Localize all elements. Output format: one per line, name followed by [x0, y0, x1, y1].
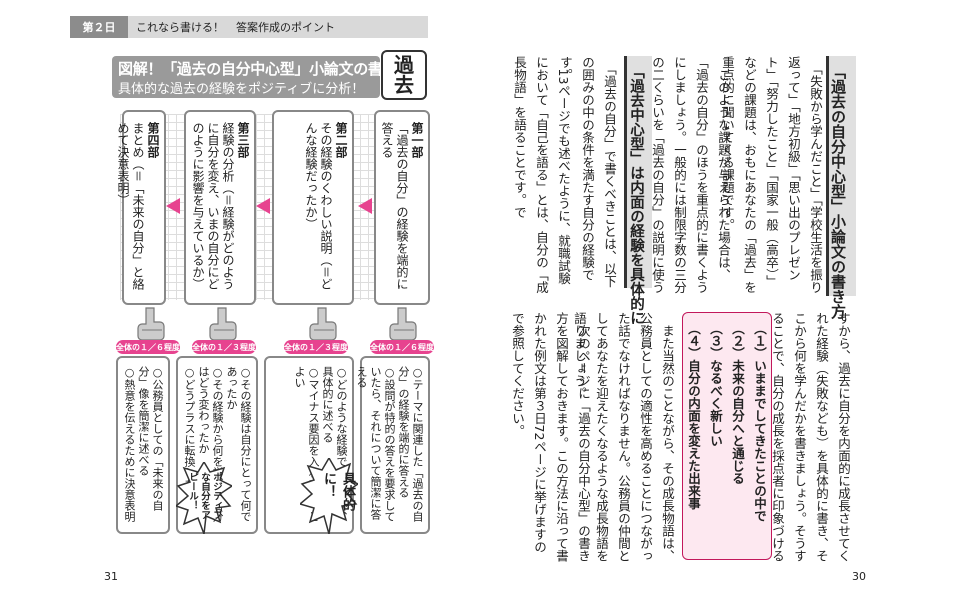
past-badge: 過 去: [381, 50, 427, 100]
section-subtitle: 「過去中心型」は内面の経験を具体的に: [628, 64, 644, 325]
figure-subtitle: 具体的な過去の経験をポジティブに分析！: [118, 82, 365, 97]
pointing-hand-icon: [389, 307, 417, 341]
conditions-box: [682, 312, 772, 560]
positive-burst: ポジティブな自分をアピール！: [176, 462, 232, 534]
arrow-triangle: [358, 198, 372, 214]
pointing-hand-icon: [309, 307, 337, 341]
pointing-hand-icon: [137, 307, 165, 341]
body-paragraph-4: 13ページでも述べたように、就職試験において「自己を語る」とは、自分の「成長物語…: [512, 56, 571, 294]
part-body: まとめ（＝「未来の自分」と絡めて決意表明）: [116, 122, 145, 291]
condition-item: （１）いままでしてきたことの中で: [752, 322, 767, 522]
part-body: その経験のくわしい説明（＝どんな経験だったか）: [304, 122, 333, 291]
header-text-2: 答案作成のポイント: [236, 21, 335, 34]
body-paragraph-1: 「失敗から学んだこと」「学校生活を振り返って」「地方初級」「思い出のプレゼント」…: [720, 56, 823, 294]
part-3-box: 第三部 経験の分析（＝経験がどのように自分を変え、いまの自分にどのように影響を与…: [184, 110, 256, 305]
part-2-box: 第二部 その経験のくわしい説明（＝どんな経験だったか）: [272, 110, 354, 305]
arrow-triangle: [256, 198, 270, 214]
header-text-1: これなら書ける！: [136, 21, 224, 34]
point-item: ○公務員としての「未来の自分」像を簡潔に述べる: [137, 366, 164, 511]
point-item: ○テーマに関連した「過去の自分」の経験を端的に答える: [397, 366, 424, 522]
part-body: 経験の分析（＝経験がどのように自分を変え、いまの自分にどのように影響を与えている…: [191, 122, 235, 291]
pointing-hand-icon: [209, 307, 237, 341]
body-paragraph-5: すから、過去に自分を内面的に成長させてくれた経験（失敗なども）を具体的に書き、そ…: [748, 312, 851, 562]
point-item: ○設問が特的の答えを要求していたら、それについて簡潔に答える: [355, 366, 396, 522]
body-paragraph-6: また当然のことながら、その成長物語は、公務員としての適性を高めることにつながった…: [572, 312, 675, 562]
point-item: ○その経験は自分にとって何であったか: [225, 366, 252, 522]
ratio-badge: 全体の１／３程度: [284, 340, 348, 354]
body-paragraph-7: 次のページに「過去の自分中心型」の書き方を図解しておきます。この方法に沿って書か…: [510, 312, 591, 562]
point-item: ○どうプラスに転換したか: [183, 366, 196, 500]
burst-shape-icon: [300, 458, 358, 534]
ratio-badge: 全体の１／６程度: [116, 340, 180, 354]
header-day-label: 第２日: [70, 16, 128, 38]
figure-banner: [112, 56, 380, 98]
right-page-title: 「過去の自分中心型」小論文の書き方: [829, 64, 847, 319]
ratio-badge: 全体の１／６程度: [370, 340, 434, 354]
arrow-triangle: [166, 198, 180, 214]
point-item: ○熱意を伝えるために決意表明: [123, 366, 136, 522]
positive-burst-text: ポジティブな自分をアピール！: [187, 472, 222, 520]
condition-item: （２）未来の自分へと通じる: [730, 322, 745, 485]
burst-shape-icon: [176, 462, 232, 534]
running-header: 第２日 これなら書ける！ 答案作成のポイント: [70, 16, 428, 38]
page-number-right: 30: [852, 570, 866, 583]
header-chapter-title: これなら書ける！ 答案作成のポイント: [136, 16, 347, 38]
page-number-left: 31: [104, 570, 118, 583]
concrete-burst: 具体的に！: [300, 458, 358, 534]
condition-item: （３）なるべく新しい: [708, 322, 723, 447]
part-label: 第一部: [410, 122, 424, 158]
right-title-block: [826, 56, 856, 296]
part-1-box: 第一部 「過去の自分」の経験を端的に答える: [374, 110, 430, 305]
subtitle-block: [624, 56, 652, 288]
ratio-badge: 全体の１／３程度: [192, 340, 256, 354]
part-label: 第三部: [236, 122, 250, 158]
part-body: 「過去の自分」の経験を端的に答える: [380, 122, 409, 290]
body-paragraph-3: 「過去の自分」で書くべきことは、以下の囲みの中の条件を満たす自分の経験です。: [558, 56, 617, 288]
figure-title: 図解！「過去の自分中心型」小論文の書き方: [118, 60, 413, 78]
past-badge-char-1: 過: [394, 53, 414, 77]
part-4-box: 第四部 まとめ（＝「未来の自分」と絡めて決意表明）: [116, 110, 166, 305]
part-4-points: ○公務員としての「未来の自分」像を簡潔に述べる ○熱意を伝えるために決意表明: [116, 356, 170, 534]
concrete-burst-text: 具体的に！: [321, 472, 355, 511]
past-badge-char-2: 去: [394, 73, 414, 97]
part-1-points: ○テーマに関連した「過去の自分」の経験を端的に答える ○設問が特的の答えを要求し…: [355, 356, 430, 534]
body-paragraph-2: このような課題が与えられた場合は、「過去の自分」のほうを重点的に書くようにしまし…: [628, 56, 731, 294]
part-label: 第四部: [146, 122, 160, 158]
condition-item: （４）自分の内面を変えた出来事: [686, 322, 701, 510]
part-label: 第二部: [334, 122, 348, 158]
